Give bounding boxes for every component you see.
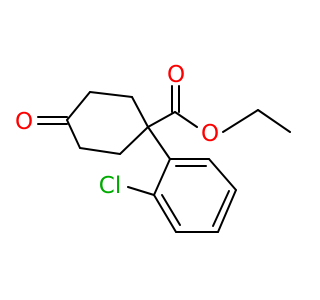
chlorine-label: Cl	[99, 173, 121, 199]
bond-aryl-chlorine	[127, 186, 155, 196]
aryl-bond-3-inner	[212, 190, 230, 227]
ketone-carbonyl	[37, 116, 68, 125]
carbonyl-oxygen-label: O	[167, 62, 185, 88]
bond-ester-carbon-oxygen	[174, 111, 198, 128]
ketone-oxygen-label: O	[15, 109, 33, 135]
ethyl-ester-group	[147, 85, 291, 133]
aryl-bond-6	[153, 158, 171, 196]
bond-c4-c5	[66, 119, 81, 149]
ester-oxygen-label: O	[201, 121, 219, 147]
cyclohexanone-ring	[66, 91, 149, 155]
bond-c6-c1	[119, 126, 149, 155]
bond-c2-c3	[89, 91, 133, 98]
aryl-bond-5-inner	[161, 194, 181, 226]
bond-c1-ester-carbon	[147, 111, 176, 128]
bond-c5-c6	[79, 147, 121, 155]
bond-c1-aryl	[147, 126, 171, 160]
bond-oxygen-ch2	[222, 109, 259, 133]
aryl-bond-5	[153, 194, 177, 233]
aryl-bond-3	[217, 189, 237, 233]
aryl-bond-2	[208, 158, 237, 191]
chlorophenyl-ring	[127, 126, 237, 233]
structure-canvas: O O O Cl	[15, 62, 291, 233]
bond-c3-c4	[66, 91, 91, 121]
bond-ch2-ch3	[257, 109, 291, 133]
bond-c1-c2	[131, 96, 149, 128]
